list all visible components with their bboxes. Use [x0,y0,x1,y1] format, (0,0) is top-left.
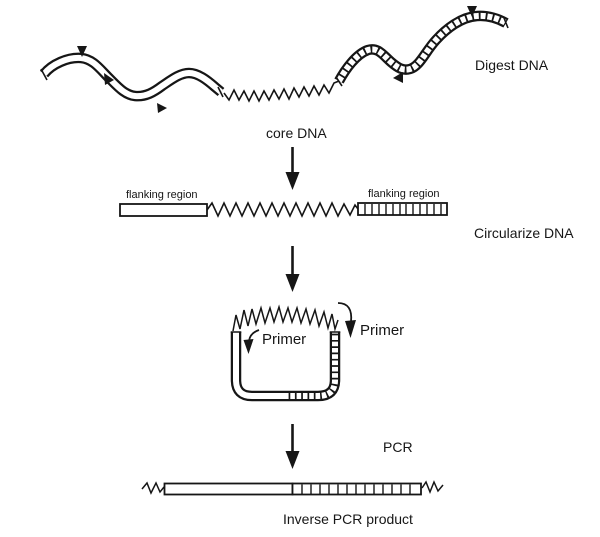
left-end-squiggle [141,481,165,495]
restriction-site-arrow-icon [393,72,403,83]
primer-arrow-left-icon [243,329,260,354]
inverse-pcr-product-label: Inverse PCR product [283,511,413,527]
primer-left-label: Primer [262,331,306,348]
restriction-site-markers-left [77,46,167,113]
restriction-site-markers-right [393,6,477,83]
strand-end-caps [40,68,224,98]
restriction-site-arrow-icon [467,6,477,17]
genomic-dna-right-strand-hatched [334,10,509,87]
flanking-region-right-bar-hatched [357,202,448,216]
pcr-label: PCR [383,439,413,455]
product-hatched-half [291,482,422,496]
arrow-pcr-down-icon [285,424,300,469]
flanking-region-left-bar [119,203,208,217]
product-plain-half [163,482,294,496]
circularized-dna-hatched-segment [284,332,341,402]
hatch-rungs [301,484,411,494]
core-dna-squiggle-middle [206,201,359,218]
genomic-dna-left-strand [39,52,225,102]
core-dna-squiggle-top [223,80,340,103]
digest-dna-label: Digest DNA [475,57,549,73]
circularize-dna-label: Circularize DNA [474,225,574,241]
flanking-region-right-label: flanking region [368,188,440,200]
restriction-site-arrow-icon [157,103,167,113]
circularized-dna-plain-segment [230,332,284,402]
restriction-site-arrow-icon [77,46,87,57]
circularized-dna-nick-squiggle [232,304,339,332]
core-dna-label: core DNA [266,125,327,141]
flanking-region-left-label: flanking region [126,189,198,201]
primer-right-label: Primer [360,322,404,339]
restriction-site-arrow-icon [104,73,114,85]
right-end-squiggle [421,480,444,495]
inverse-pcr-product-bar [141,480,444,496]
primer-arrow-right-icon [337,302,356,338]
hatch-rungs [364,204,442,215]
arrow-circularize-down-icon [285,246,300,292]
strand-end-caps [335,17,509,87]
arrow-digest-down-icon [285,147,300,190]
